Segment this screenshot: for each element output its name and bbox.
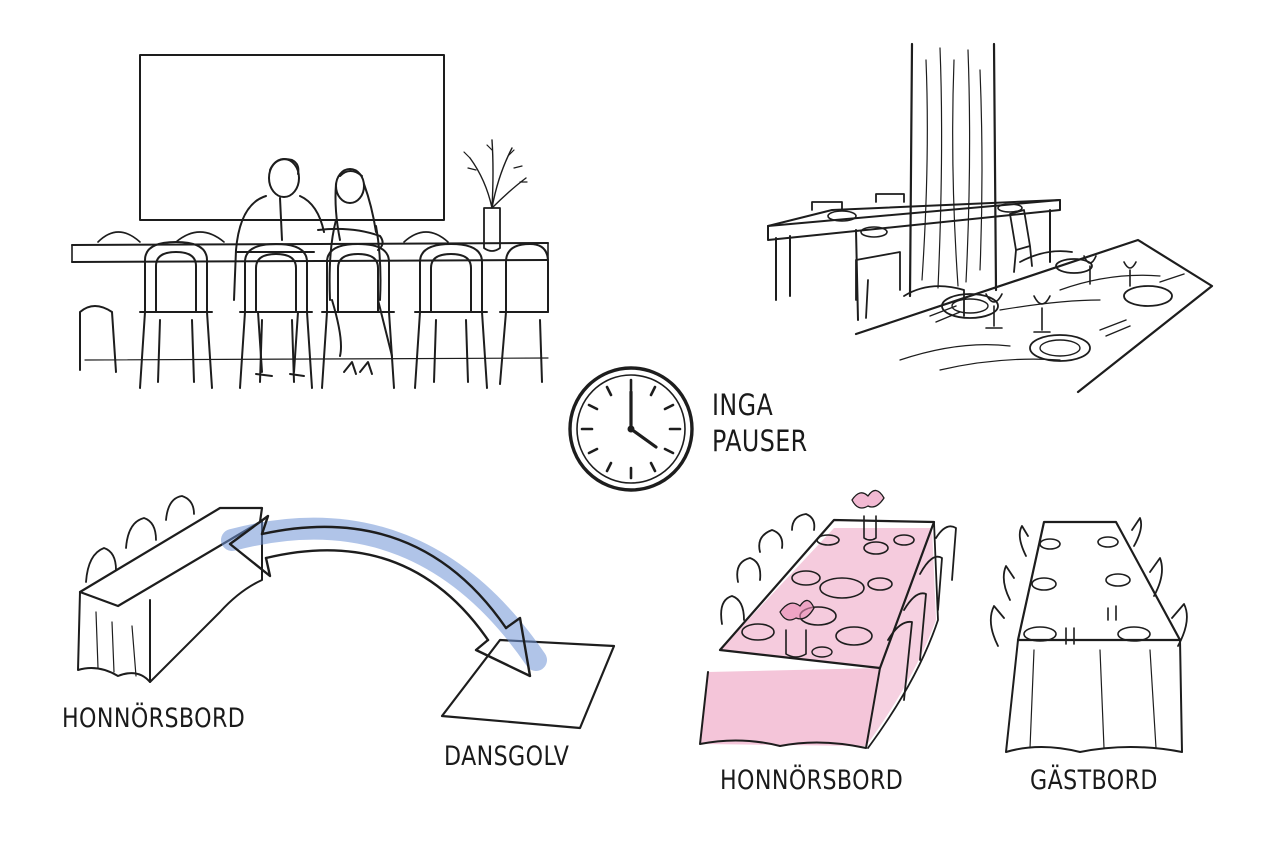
- no-breaks-label-line2: PAUSER: [712, 424, 808, 458]
- table-comparison-scene: [699, 489, 1188, 753]
- bentwood-chairs: [79, 241, 549, 389]
- pillar-tables-scene: [767, 42, 1214, 394]
- modern-chairs: [811, 193, 1073, 319]
- front-table: [854, 238, 1214, 394]
- no-breaks-label-line1: INGA: [712, 388, 774, 422]
- guest-table: [989, 517, 1188, 753]
- seated-couple: [233, 158, 393, 377]
- head-table-label-left: HONNÖRSBORD: [62, 703, 246, 734]
- clock-icon: [568, 366, 694, 492]
- pillar: [908, 42, 998, 298]
- head-table-label-right: HONNÖRSBORD: [720, 765, 904, 796]
- couple-at-head-table-scene: [71, 54, 549, 389]
- head-table-plan: [77, 495, 264, 683]
- backdrop-frame: [139, 54, 445, 221]
- dance-floor-plan: [440, 638, 616, 730]
- guest-table-label: GÄSTBORD: [1030, 765, 1158, 796]
- dance-floor-label: DANSGOLV: [444, 741, 570, 772]
- back-table: [767, 199, 1061, 321]
- decorated-head-table: [699, 489, 957, 749]
- double-headed-arrow-icon: [221, 514, 547, 678]
- vase-with-branches: [463, 139, 528, 252]
- back-chairs: [97, 231, 449, 243]
- head-table-to-dancefloor-scene: [77, 495, 616, 730]
